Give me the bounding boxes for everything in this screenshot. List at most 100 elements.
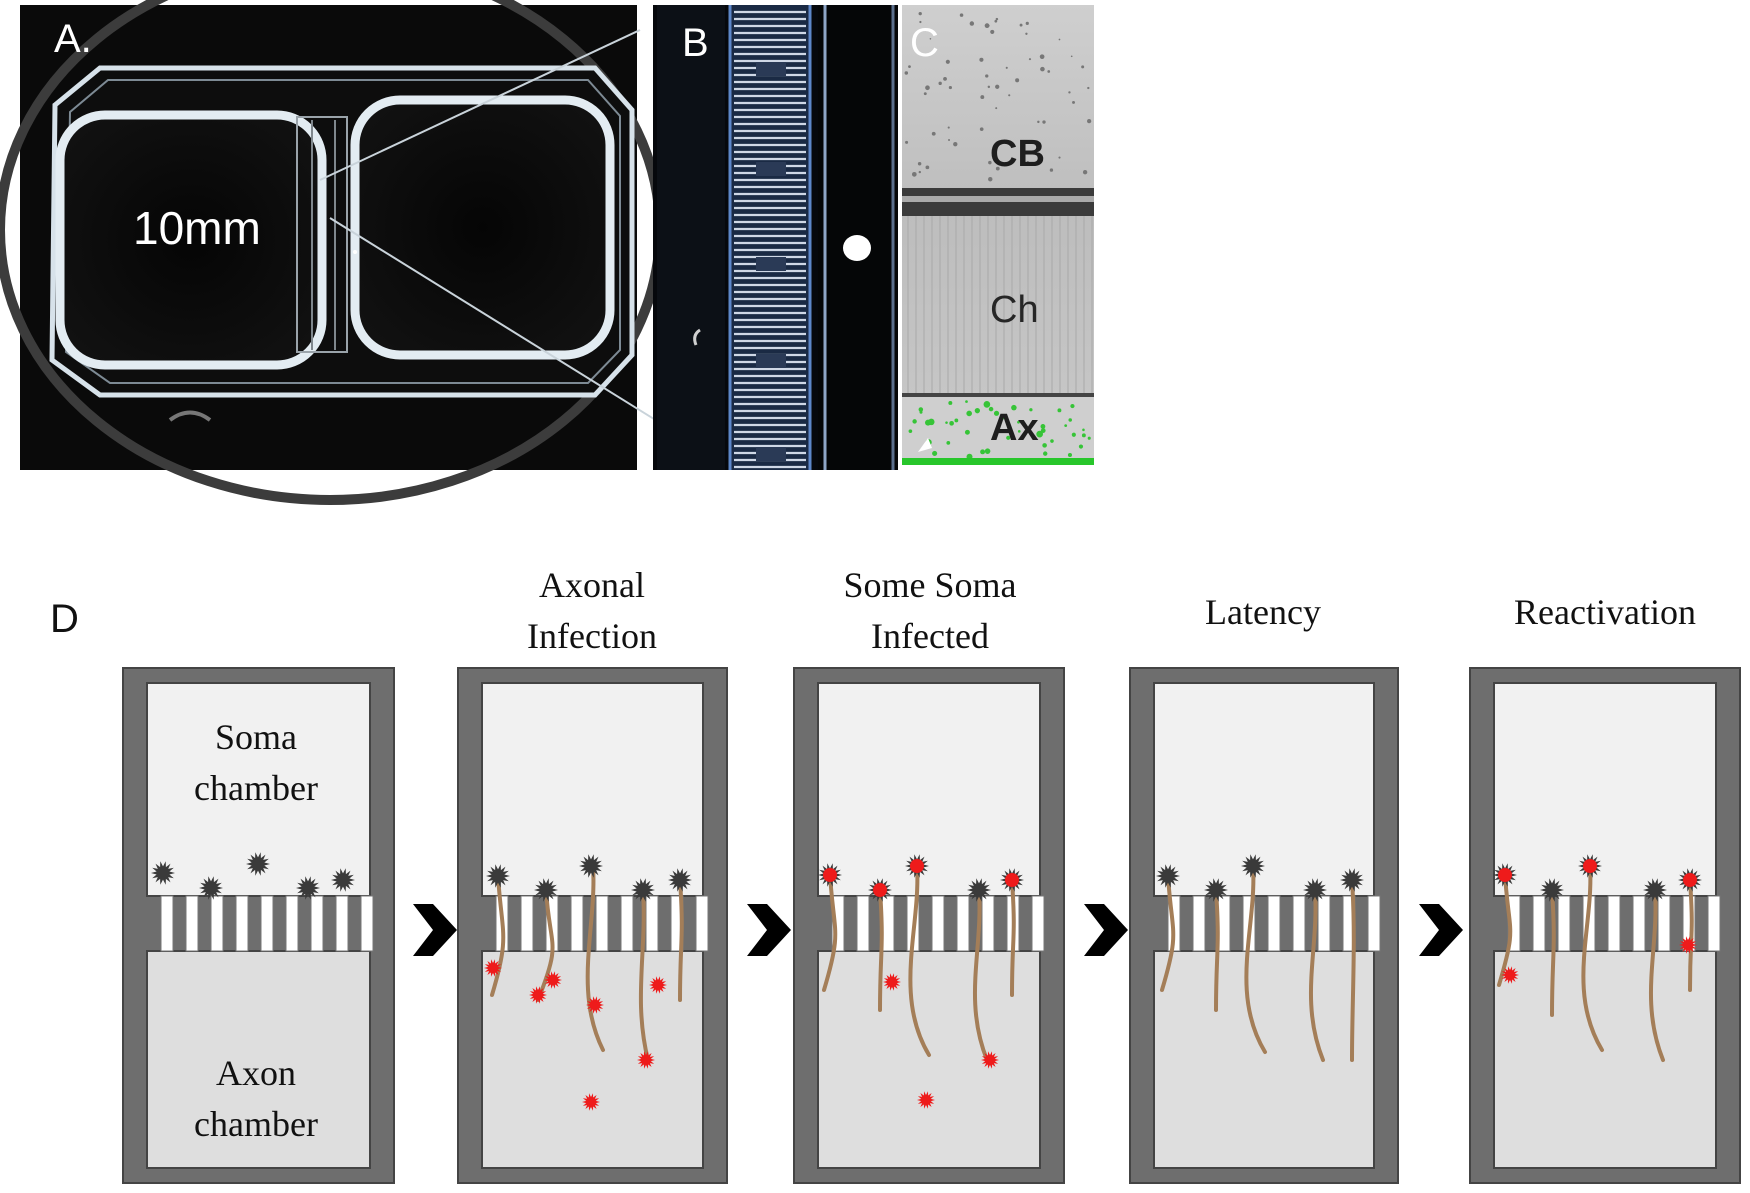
infected-soma [823, 868, 837, 882]
microchannel [360, 895, 374, 952]
speckle [911, 171, 917, 177]
fluorescent-axon-dots [908, 400, 1091, 460]
infected-soma [1583, 859, 1597, 873]
microchannel [260, 895, 274, 952]
speckle [995, 107, 998, 110]
green-dot [1071, 432, 1076, 437]
green-dot [1017, 430, 1021, 433]
green-dot [1001, 417, 1005, 420]
speckle [988, 177, 993, 182]
speckle [1070, 55, 1073, 58]
speckle [1025, 32, 1028, 35]
stage-3-title-line1: Some Soma [843, 565, 1016, 605]
neuron-soma [1204, 878, 1228, 902]
infected-soma [1005, 873, 1019, 887]
axon [678, 878, 684, 1002]
axon [1350, 878, 1356, 1062]
neuron-soma [331, 868, 355, 892]
axon [638, 888, 650, 1062]
green-dot [1057, 408, 1062, 413]
microchannel [645, 895, 659, 952]
microchannel [1292, 895, 1306, 952]
speckle [1025, 21, 1029, 25]
infected-soma [1683, 873, 1697, 887]
speckle [1019, 23, 1023, 27]
green-dot [946, 441, 951, 445]
channel-lines [907, 216, 1093, 393]
axon [490, 874, 506, 997]
speckle [995, 84, 1000, 89]
axon [973, 888, 989, 1062]
speckle [1087, 86, 1090, 90]
neuron-soma [1241, 854, 1265, 878]
cell-body-speckles [904, 12, 1092, 182]
speckle [904, 71, 909, 75]
microchannel [1267, 895, 1281, 952]
speckle [947, 126, 950, 129]
green-dot [965, 400, 968, 403]
green-dot [984, 448, 991, 454]
speckle [918, 170, 921, 174]
axon [1688, 878, 1694, 992]
speckle [979, 57, 984, 62]
green-dot [988, 406, 994, 412]
green-dot [966, 410, 972, 417]
microchannel [595, 895, 609, 952]
speckle [1082, 170, 1088, 175]
axon [1244, 864, 1267, 1054]
green-dot [948, 400, 953, 405]
speckle [905, 140, 909, 144]
speckle [1005, 66, 1008, 69]
speckle [995, 17, 999, 21]
microchannel [1031, 895, 1045, 952]
speckle [1058, 156, 1061, 159]
axon [822, 873, 838, 992]
soma-chamber [817, 682, 1041, 897]
speckle [1037, 120, 1040, 124]
green-dot [1064, 424, 1068, 427]
speckle [948, 85, 952, 90]
neuron-soma [579, 854, 603, 878]
microchannel [931, 895, 945, 952]
soma-chamber-label-line1: Soma [215, 717, 297, 757]
axon-chamber [481, 950, 704, 1169]
green-dot [1081, 433, 1086, 438]
speckle [948, 139, 951, 142]
microchannel [956, 895, 970, 952]
neuron-soma [967, 878, 991, 902]
neuron-soma [1340, 868, 1364, 892]
virus-particle [586, 996, 604, 1014]
stage-5-diagram [1469, 667, 1741, 1184]
neuron-soma [1643, 878, 1667, 902]
speckle [994, 19, 998, 23]
speckle [1049, 168, 1054, 172]
microchannel [1657, 895, 1671, 952]
axon [878, 888, 884, 1012]
virus-particle [484, 959, 502, 977]
speckle [1087, 119, 1092, 124]
speckle [1058, 38, 1061, 41]
axon-chamber [817, 950, 1041, 1169]
virus-particle [529, 986, 547, 1004]
virus-particle [544, 971, 562, 989]
speckle [1015, 78, 1020, 83]
green-dot [983, 401, 991, 408]
stage-4-diagram [1129, 667, 1399, 1184]
speckle [925, 165, 930, 170]
microchannel [1192, 895, 1206, 952]
speckle [918, 12, 922, 16]
green-dot [1050, 439, 1054, 443]
microchannel [285, 895, 299, 952]
axon-chamber [1493, 950, 1717, 1169]
speckle [943, 76, 947, 81]
speckle [1072, 100, 1076, 104]
neuron-soma [486, 864, 510, 888]
speckle [990, 29, 995, 34]
panel-b-letter: B [682, 21, 709, 65]
green-dot [1043, 451, 1048, 456]
green-dot [945, 421, 948, 424]
microchannel [1607, 895, 1621, 952]
speckle [1068, 91, 1071, 94]
green-dot [912, 419, 917, 424]
